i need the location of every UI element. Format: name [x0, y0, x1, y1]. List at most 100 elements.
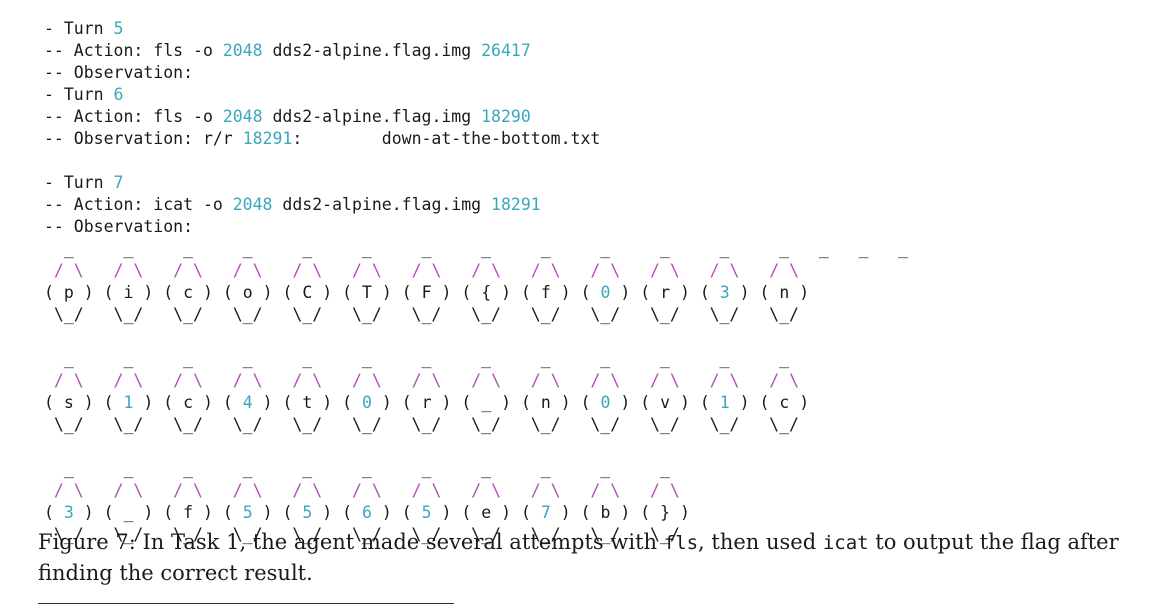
art-slash: / \ — [520, 371, 581, 390]
flag-char: 6 — [362, 503, 372, 522]
flag-char: f — [540, 283, 551, 302]
art-paren: ) — [431, 283, 452, 302]
art-slash: / \ — [699, 261, 760, 280]
flag-char: 5 — [302, 503, 313, 522]
log-text: -- Action: fls -o — [44, 107, 223, 126]
log-line: -- Observation: — [44, 216, 908, 238]
art-paren: ( — [521, 503, 541, 522]
art-slash: / \ — [103, 261, 164, 280]
art-space — [153, 283, 163, 302]
art-slash-line: / \ / \ / \ / \ / \ / \ / \ / \ / \ / \ … — [44, 370, 908, 392]
art-space — [213, 503, 223, 522]
art-paren: ) — [431, 393, 452, 412]
art-paren: ( — [282, 503, 303, 522]
flag-row: ( p ) ( i ) ( c ) ( o ) ( C ) ( T ) ( F … — [44, 282, 908, 304]
art-paren: ( — [342, 503, 362, 522]
art-space — [511, 283, 521, 302]
flag-char: c — [183, 283, 194, 302]
art-paren: ( — [640, 283, 661, 302]
log-line: -- Action: icat -o 2048 dds2-alpine.flag… — [44, 194, 908, 216]
art-space — [213, 283, 223, 302]
art-space — [153, 393, 163, 412]
art-paren: ) — [670, 283, 690, 302]
art-paren: ( — [163, 503, 184, 522]
flag-char: 0 — [600, 393, 611, 412]
flag-char: 4 — [242, 393, 253, 412]
log-text: - Turn — [44, 19, 114, 38]
art-space — [571, 283, 581, 302]
art-paren: ( — [44, 503, 64, 522]
log-text: -- Observation: — [44, 63, 194, 82]
flag-char: C — [302, 283, 313, 302]
log-line: - Turn 6 — [44, 84, 908, 106]
log-number: 18291 — [242, 129, 293, 148]
art-paren: ) — [133, 503, 154, 522]
flag-char: 7 — [540, 503, 551, 522]
art-space — [630, 283, 640, 302]
flag-char: c — [183, 393, 194, 412]
terminal-log: - Turn 5 -- Action: fls -o 2048 dds2-alpi… — [44, 18, 908, 546]
flag-char: n — [540, 393, 551, 412]
art-slash: / \ — [580, 481, 641, 500]
art-paren: ( — [103, 503, 124, 522]
flag-char: r — [421, 393, 432, 412]
art-space — [690, 283, 700, 302]
flag-char: 0 — [362, 393, 372, 412]
flag-char: 0 — [600, 283, 611, 302]
caption-code-fls: fls — [663, 532, 699, 554]
art-paren: ( — [222, 283, 243, 302]
art-paren: ( — [699, 393, 720, 412]
flag-row: ( 3 ) ( _ ) ( f ) ( 5 ) ( 5 ) ( 6 ) ( 5 … — [44, 502, 908, 524]
art-slash: / \ — [282, 481, 343, 500]
art-paren: ) — [252, 393, 273, 412]
flag-char: b — [600, 503, 611, 522]
flag-char: t — [302, 393, 313, 412]
art-top-line: _ _ _ _ _ _ _ _ _ _ _ — [44, 459, 670, 478]
flag-char: } — [660, 503, 671, 522]
log-number: 2048 — [232, 195, 273, 214]
art-paren: ( — [461, 503, 482, 522]
art-paren: ( — [580, 393, 601, 412]
log-number: 7 — [113, 173, 124, 192]
art-paren: ) — [371, 393, 392, 412]
log-line: -- Observation: r/r 18291: down-at-the-b… — [44, 128, 908, 150]
art-slash: / \ — [759, 261, 819, 280]
art-space — [392, 393, 402, 412]
log-number: 2048 — [222, 41, 263, 60]
art-slash: / \ — [222, 371, 283, 390]
art-space — [571, 503, 581, 522]
art-paren: ( — [342, 393, 362, 412]
art-paren: ) — [431, 503, 452, 522]
art-paren: ) — [491, 393, 512, 412]
flag-char: 1 — [123, 393, 134, 412]
art-space — [273, 283, 283, 302]
art-slash: / \ — [163, 261, 223, 280]
art-space — [332, 393, 342, 412]
art-slash: / \ — [163, 371, 223, 390]
footnote-rule — [38, 603, 454, 604]
caption-text-1: Figure 7: In Task 1, the agent made seve… — [38, 530, 664, 554]
art-slash: / \ — [461, 261, 521, 280]
art-paren: ) — [610, 283, 631, 302]
art-space — [750, 283, 760, 302]
art-slash: / \ — [282, 371, 343, 390]
log-number: 18290 — [481, 107, 531, 126]
art-paren: ( — [163, 283, 184, 302]
log-number: 18291 — [491, 195, 541, 214]
log-line: -- Action: fls -o 2048 dds2-alpine.flag.… — [44, 40, 908, 62]
art-slash: / \ — [44, 481, 104, 500]
art-paren: ( — [222, 393, 243, 412]
caption-text-2: , then used — [698, 530, 823, 554]
log-line: -- Observation: — [44, 62, 908, 84]
art-paren: ( — [759, 283, 780, 302]
art-slash: / \ — [401, 481, 462, 500]
art-paren: ) — [73, 503, 94, 522]
art-slash: / \ — [580, 261, 641, 280]
art-paren: ( — [44, 283, 64, 302]
art-slash: / \ — [640, 371, 700, 390]
art-paren: ( — [521, 283, 541, 302]
art-slash: / \ — [640, 261, 700, 280]
flag-char: 3 — [63, 503, 74, 522]
art-space — [392, 283, 402, 302]
art-slash: / \ — [401, 261, 462, 280]
